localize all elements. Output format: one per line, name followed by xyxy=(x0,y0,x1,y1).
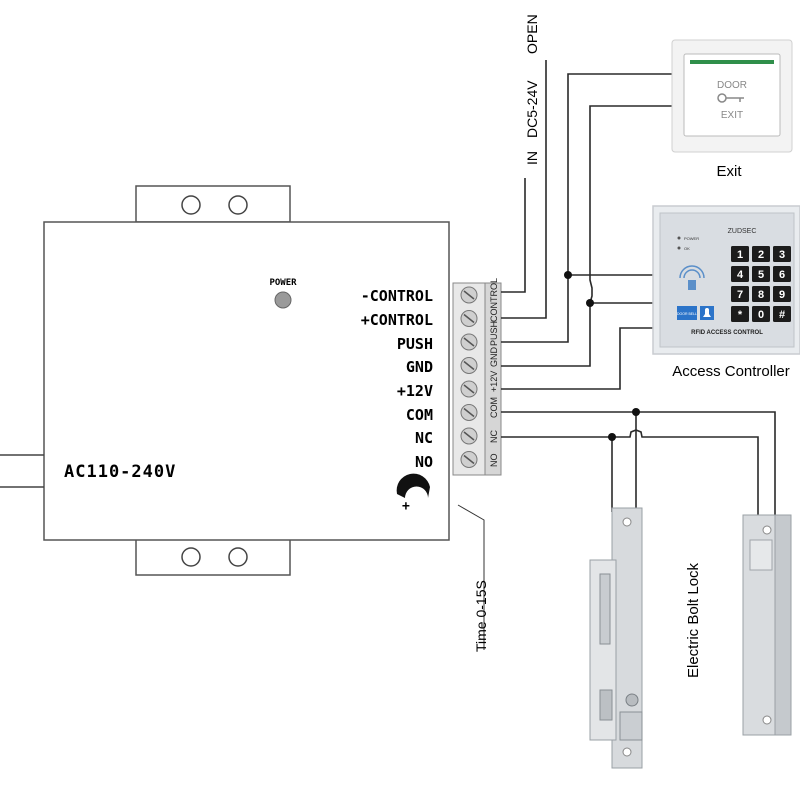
keypad-key xyxy=(773,286,791,302)
wire-12v-controller xyxy=(501,327,657,390)
wire-nc-lock xyxy=(501,429,759,520)
keypad-key-label: # xyxy=(779,309,785,321)
terminal-side-label-com: COM xyxy=(489,397,499,418)
time-leader-line xyxy=(457,504,485,650)
keypad-key-label: 3 xyxy=(779,249,785,261)
controller-power-led: POWER xyxy=(684,236,699,241)
keypad-key xyxy=(731,306,749,322)
wire-neg-control xyxy=(501,178,526,293)
keypad-key-label: * xyxy=(738,309,743,321)
open-label: OPEN xyxy=(524,14,540,54)
terminal-label-nc: NC xyxy=(415,429,433,447)
wire-gnd-exit xyxy=(501,105,690,367)
keypad-key-label: 6 xyxy=(779,269,785,281)
access-controller: ZUDSEC POWER OK DOOR BELL 1 2 3 4 5 6 7 8 9 * 0 # R… xyxy=(652,205,800,355)
bell-icon xyxy=(700,306,714,320)
terminal-screw-slot xyxy=(463,454,475,465)
wires xyxy=(501,60,776,520)
terminal-screw-slot xyxy=(463,360,475,371)
terminal-label-no: NO xyxy=(415,453,433,471)
terminal-label-com: COM xyxy=(406,406,433,424)
terminal-side-label-no: NO xyxy=(489,454,499,468)
wire-push-exit xyxy=(501,73,690,343)
dc-voltage-label: DC5-24V xyxy=(524,80,540,138)
keypad-key xyxy=(773,306,791,322)
time-knob-icon: + xyxy=(396,473,430,514)
terminal-side-labels: CONTROL PUSH GND +12V COM NC NO xyxy=(489,278,499,467)
power-led-label: POWER xyxy=(269,278,297,288)
keypad-key-label: 4 xyxy=(737,269,744,281)
keypad-key-label: 7 xyxy=(737,289,743,301)
rfid-icon xyxy=(679,265,705,290)
keypad-key xyxy=(773,266,791,282)
keypad-key-label: 1 xyxy=(737,249,743,261)
exit-button-exit-text: EXIT xyxy=(721,110,743,121)
top-mounting-bracket xyxy=(135,185,291,223)
terminal-side-label-control: CONTROL xyxy=(489,278,499,322)
power-led xyxy=(274,291,292,309)
power-supply-box xyxy=(43,221,450,541)
time-knob-sign: + xyxy=(402,499,410,514)
keypad-key xyxy=(752,306,770,322)
access-controller-caption: Access Controller xyxy=(672,363,790,380)
keypad-key-label: 0 xyxy=(758,309,764,321)
keypad-key xyxy=(752,266,770,282)
keypad-key xyxy=(752,246,770,262)
terminal-block xyxy=(452,282,502,476)
keypad-key xyxy=(731,246,749,262)
wire-pos-control xyxy=(501,60,547,319)
keypad-key xyxy=(731,266,749,282)
bolt-lock-right xyxy=(742,514,792,736)
terminal-label-pos-control: +CONTROL xyxy=(361,311,433,329)
terminal-screw-slot xyxy=(463,407,475,418)
bolt-lock-left xyxy=(589,507,643,769)
terminal-labels: -CONTROL +CONTROL PUSH GND +12V COM NC N… xyxy=(361,287,433,471)
keypad-key-label: 8 xyxy=(758,289,764,301)
keypad-key-label: 2 xyxy=(758,249,764,261)
lock-caption: Electric Bolt Lock xyxy=(685,562,702,678)
terminal-side-label-12v: +12V xyxy=(489,371,499,392)
controller-brand: ZUDSEC xyxy=(728,228,757,235)
bottom-mounting-bracket xyxy=(135,538,291,576)
in-label: IN xyxy=(524,151,540,165)
exit-button: DOOR EXIT xyxy=(671,39,793,153)
terminal-side-label-nc: NC xyxy=(489,430,499,443)
terminal-side-label-push: PUSH xyxy=(489,321,499,346)
terminal-label-neg-control: -CONTROL xyxy=(361,287,433,305)
keypad-key xyxy=(731,286,749,302)
wire-com-lock xyxy=(501,411,776,520)
terminal-screw-slot xyxy=(463,337,475,347)
controller-footer: RFID ACCESS CONTROL xyxy=(691,330,763,336)
terminal-screw-slot xyxy=(463,384,475,394)
keypad-key-label: 9 xyxy=(779,289,785,301)
terminal-label-push: PUSH xyxy=(397,335,433,353)
terminal-side-label-gnd: GND xyxy=(489,347,499,368)
wire-junctions xyxy=(564,271,640,441)
controller-ok-led: OK xyxy=(684,246,690,251)
terminal-label-12v: +12V xyxy=(397,382,433,400)
keypad-key xyxy=(773,246,791,262)
ac-input-wires xyxy=(0,454,44,488)
exit-button-door-text: DOOR xyxy=(717,80,747,91)
keypad-key-label: 5 xyxy=(758,269,764,281)
exit-caption: Exit xyxy=(716,163,742,180)
terminal-screw-slot xyxy=(463,290,475,300)
ac-input-label: AC110-240V xyxy=(64,462,176,482)
doorbell-button xyxy=(677,306,697,320)
keypad-key xyxy=(752,286,770,302)
terminal-label-gnd: GND xyxy=(406,358,433,376)
key-icon xyxy=(717,93,744,103)
time-label: Time 0-15S xyxy=(473,580,489,652)
terminal-screw-slot xyxy=(463,431,475,441)
doorbell-label: DOOR BELL xyxy=(677,312,697,316)
terminal-screw-slot xyxy=(463,313,475,324)
keypad: 1 2 3 4 5 6 7 8 9 * 0 # xyxy=(731,246,791,322)
